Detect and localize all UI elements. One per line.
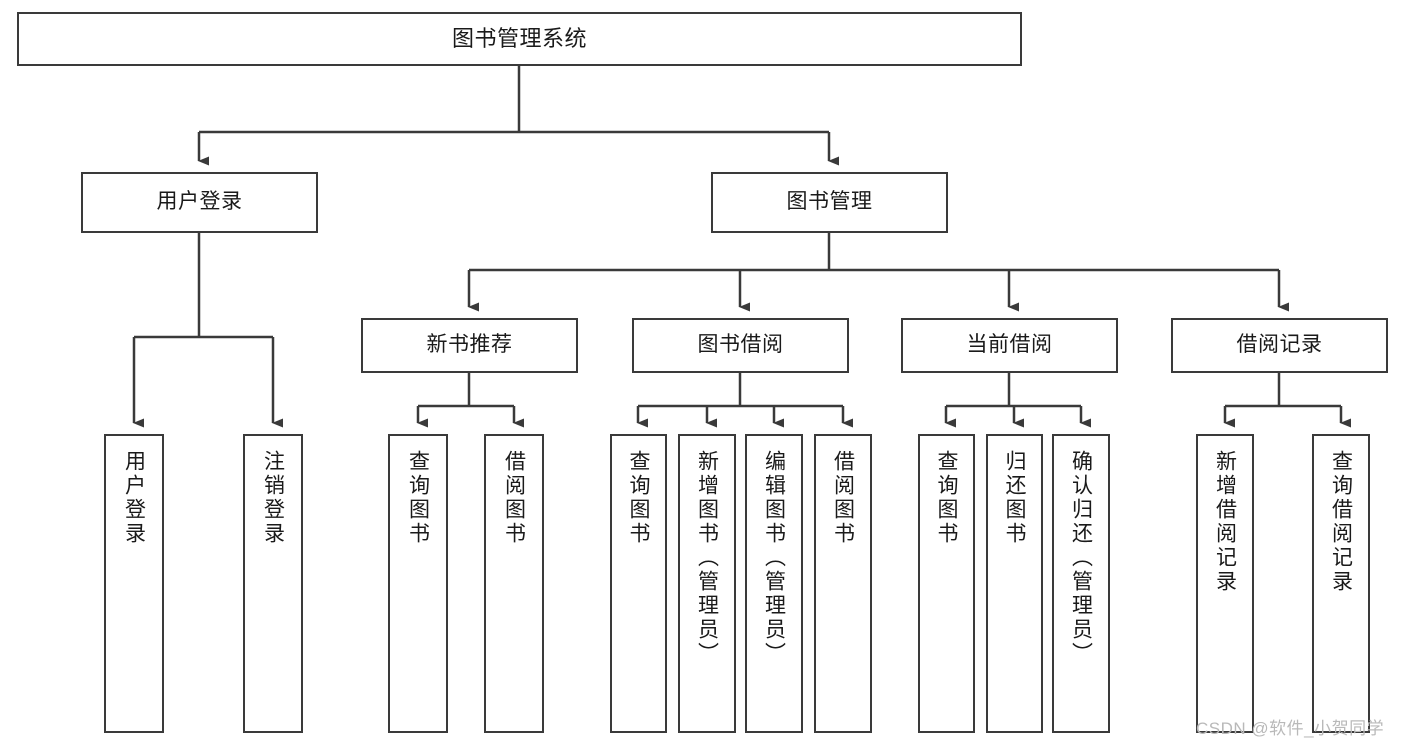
node-label: 当前借阅 (966, 333, 1053, 357)
node-current-borrow[interactable]: 当前借阅 (901, 318, 1118, 373)
node-label: 图书管理 (786, 190, 873, 214)
node-label: 注销登录 (261, 450, 285, 546)
node-label: 新增借阅记录 (1213, 450, 1237, 594)
node-leaf-rec-borrow[interactable]: 借阅图书 (484, 434, 544, 733)
node-borrow-record[interactable]: 借阅记录 (1171, 318, 1388, 373)
node-label: 用户登录 (156, 190, 243, 214)
node-label: 新增图书（管理员） (695, 450, 719, 666)
node-leaf-br-query[interactable]: 查询借阅记录 (1312, 434, 1370, 733)
node-leaf-logout[interactable]: 注销登录 (243, 434, 303, 733)
node-book-mgmt[interactable]: 图书管理 (711, 172, 948, 233)
node-user-login[interactable]: 用户登录 (81, 172, 318, 233)
node-label: 归还图书 (1003, 450, 1026, 546)
node-book-borrow[interactable]: 图书借阅 (632, 318, 849, 373)
node-label: 新书推荐 (426, 333, 513, 357)
node-leaf-cb-confirm[interactable]: 确认归还（管理员） (1052, 434, 1110, 733)
node-leaf-cb-return[interactable]: 归还图书 (986, 434, 1043, 733)
node-label: 查询图书 (627, 450, 650, 546)
watermark-text: CSDN @软件_小贺同学 (1196, 719, 1385, 738)
node-root[interactable]: 图书管理系统 (17, 12, 1022, 66)
node-label: 图书借阅 (697, 333, 784, 357)
node-label: 查询图书 (406, 450, 430, 546)
node-leaf-bb-borrow[interactable]: 借阅图书 (814, 434, 872, 733)
node-label: 确认归还（管理员） (1069, 450, 1093, 666)
node-leaf-user-login[interactable]: 用户登录 (104, 434, 164, 733)
node-label: 编辑图书（管理员） (762, 450, 786, 666)
node-label: 图书管理系统 (451, 26, 587, 52)
node-leaf-br-add[interactable]: 新增借阅记录 (1196, 434, 1254, 733)
node-leaf-bb-add[interactable]: 新增图书（管理员） (678, 434, 736, 733)
node-label: 查询图书 (935, 450, 958, 546)
node-leaf-rec-query[interactable]: 查询图书 (388, 434, 448, 733)
node-label: 借阅记录 (1236, 333, 1323, 357)
node-leaf-bb-query[interactable]: 查询图书 (610, 434, 667, 733)
node-label: 借阅图书 (831, 450, 855, 546)
node-label: 借阅图书 (502, 450, 526, 546)
node-leaf-cb-query[interactable]: 查询图书 (918, 434, 975, 733)
node-new-book-rec[interactable]: 新书推荐 (361, 318, 578, 373)
node-label: 查询借阅记录 (1329, 450, 1353, 594)
node-label: 用户登录 (122, 450, 146, 546)
node-leaf-bb-edit[interactable]: 编辑图书（管理员） (745, 434, 803, 733)
